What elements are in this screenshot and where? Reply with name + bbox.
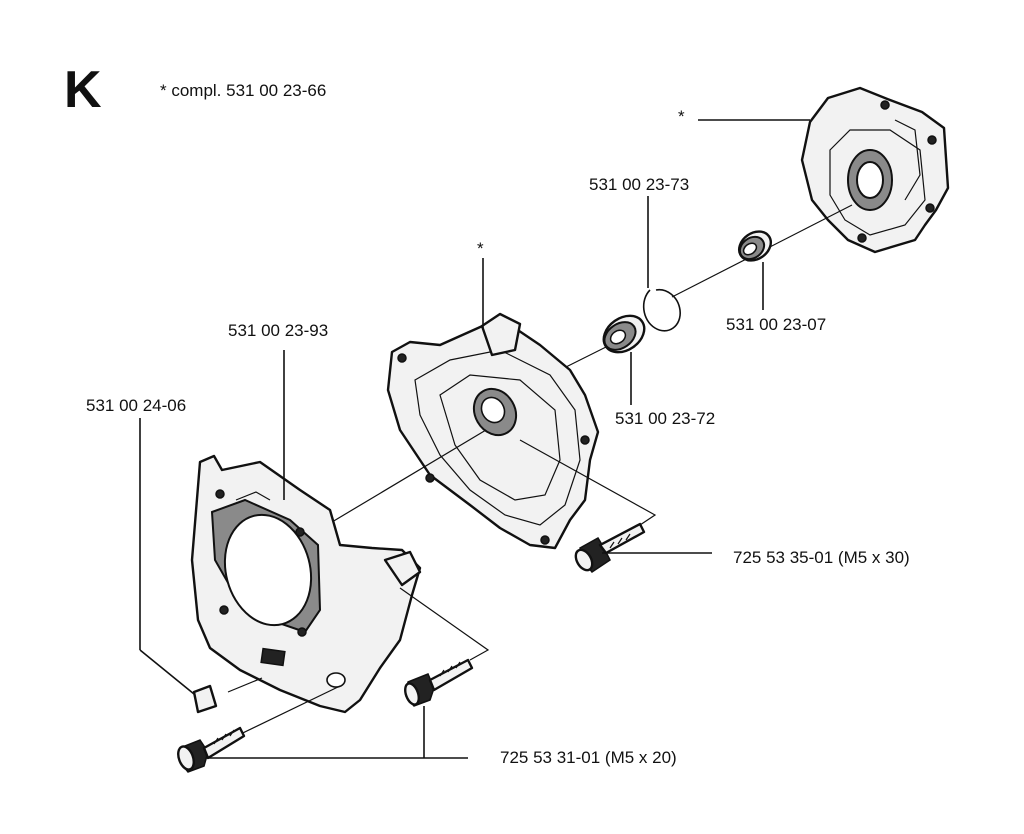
assembly-note: * compl. 531 00 23-66 xyxy=(160,81,326,100)
label-531-00-23-72: 531 00 23-72 xyxy=(615,409,715,428)
label-725-53-35-01: 725 53 35-01 (M5 x 30) xyxy=(733,548,910,567)
cover-531-00-23-93 xyxy=(190,454,422,714)
leader-24-06-diagonal xyxy=(139,649,195,695)
screw-725-53-35-01 xyxy=(574,522,646,574)
label-531-00-24-06: 531 00 24-06 xyxy=(86,396,186,415)
label-725-53-31-01: 725 53 31-01 (M5 x 20) xyxy=(500,748,677,767)
axis-line-lower xyxy=(321,429,487,529)
crankcase-half-right xyxy=(800,86,950,254)
label-531-00-23-93: 531 00 23-93 xyxy=(228,321,328,340)
star-top-label: * xyxy=(678,107,685,126)
label-531-00-23-73: 531 00 23-73 xyxy=(589,175,689,194)
clip-531-00-24-06 xyxy=(192,677,263,714)
screw-725-53-31-01-upper xyxy=(404,658,474,707)
screw-725-53-31-01-lower xyxy=(177,726,246,773)
bearing-531-00-23-07 xyxy=(738,230,772,262)
page-letter: K xyxy=(64,61,102,119)
label-531-00-23-07: 531 00 23-07 xyxy=(726,315,826,334)
bearing-531-00-23-72 xyxy=(602,314,646,354)
star-mid-label: * xyxy=(477,239,484,258)
crankcase-half-left xyxy=(386,312,600,550)
circlip-531-00-23-73 xyxy=(642,288,681,332)
screw-path-31-upper xyxy=(399,587,490,661)
screw-path-35 xyxy=(519,439,657,526)
